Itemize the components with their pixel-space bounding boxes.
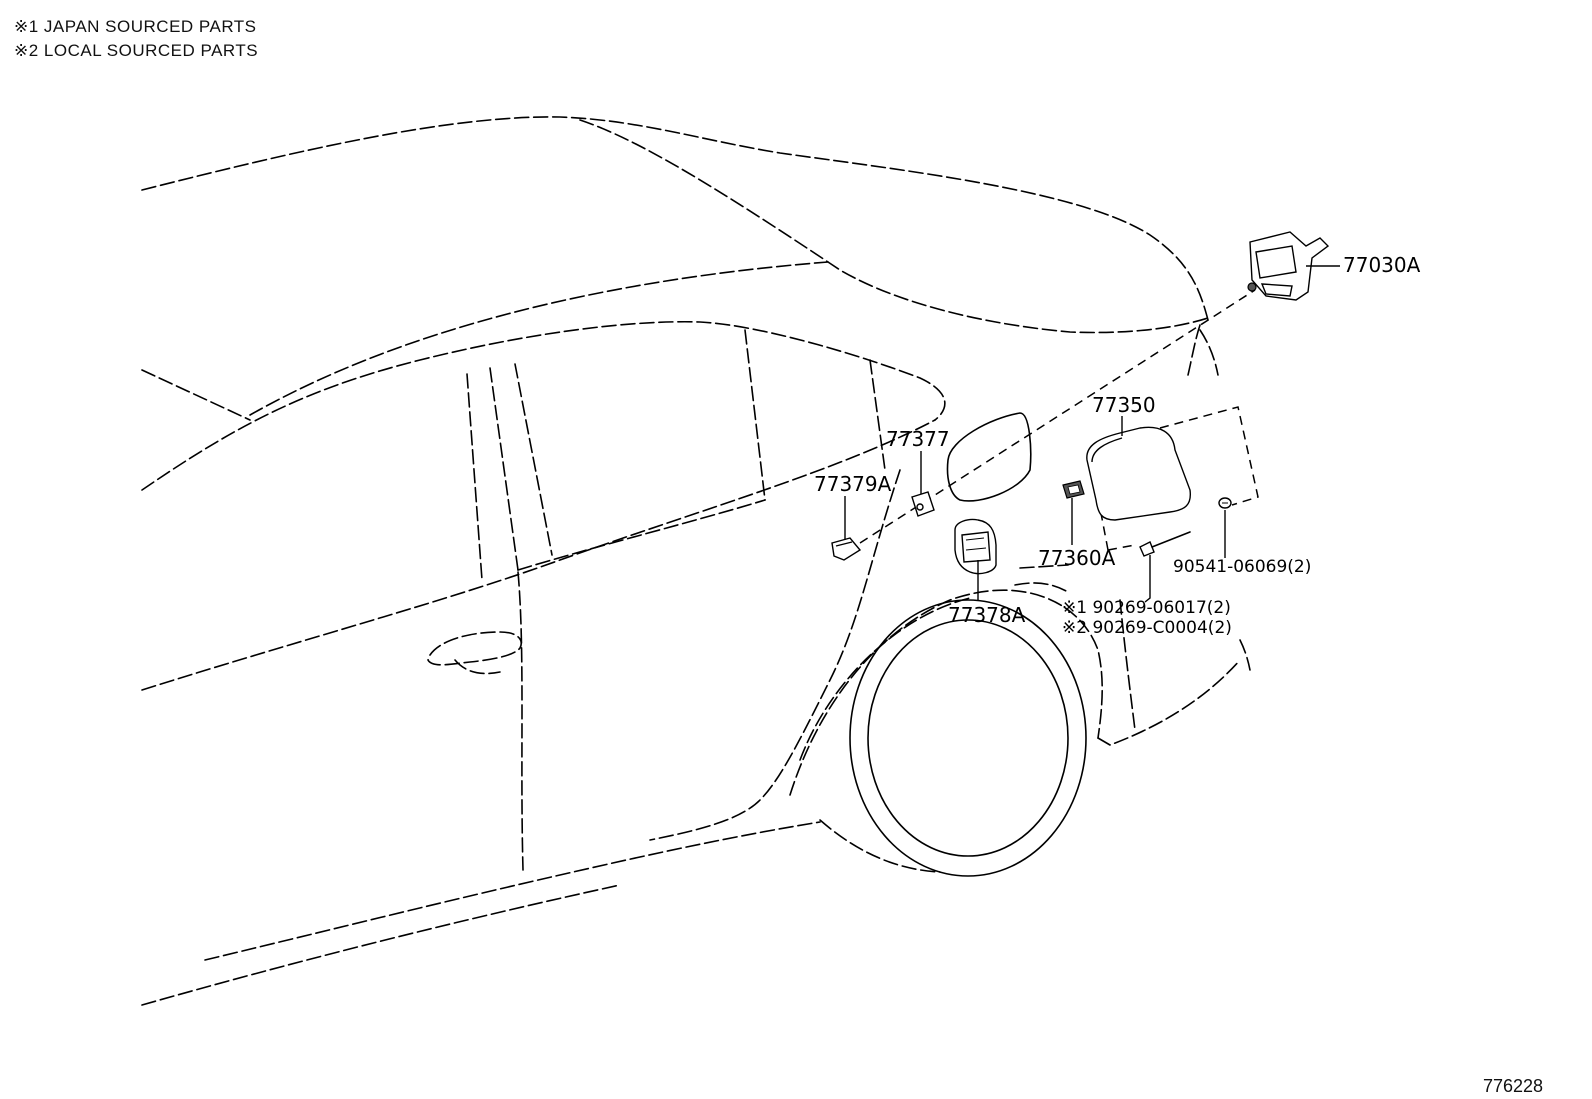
label-77379A: 77379A xyxy=(814,472,892,496)
label-90269-local: ※2 90269-C0004(2) xyxy=(1062,618,1232,638)
legend-note-japan: ※1 JAPAN SOURCED PARTS xyxy=(14,17,257,36)
rivet xyxy=(1139,531,1191,557)
label-90269-japan: ※1 90269-06017(2) xyxy=(1062,598,1231,618)
label-90541: 90541-06069(2) xyxy=(1173,557,1311,577)
label-77377: 77377 xyxy=(886,427,950,451)
label-77360A: 77360A xyxy=(1038,546,1116,570)
label-77378A: 77378A xyxy=(948,603,1026,627)
car-body-outline xyxy=(141,116,1251,1006)
figure-number: 776228 xyxy=(1483,1076,1543,1096)
label-77030A: 77030A xyxy=(1343,253,1421,277)
fuel-lid-lock-rod-grommet xyxy=(911,491,935,517)
fuel-door-hinge-cushion xyxy=(1062,480,1085,499)
fuel-lid-lock-bracket xyxy=(831,537,862,561)
leader-90269 xyxy=(1144,555,1151,603)
legend-note-local: ※2 LOCAL SOURCED PARTS xyxy=(14,41,258,60)
clip xyxy=(1218,497,1232,509)
fuel-filler-door xyxy=(1086,426,1192,521)
fuel-lid-lock-actuator xyxy=(1247,231,1330,301)
label-77350: 77350 xyxy=(1092,393,1156,417)
rear-wheel xyxy=(819,599,1087,877)
fuel-filler-box xyxy=(954,518,997,575)
